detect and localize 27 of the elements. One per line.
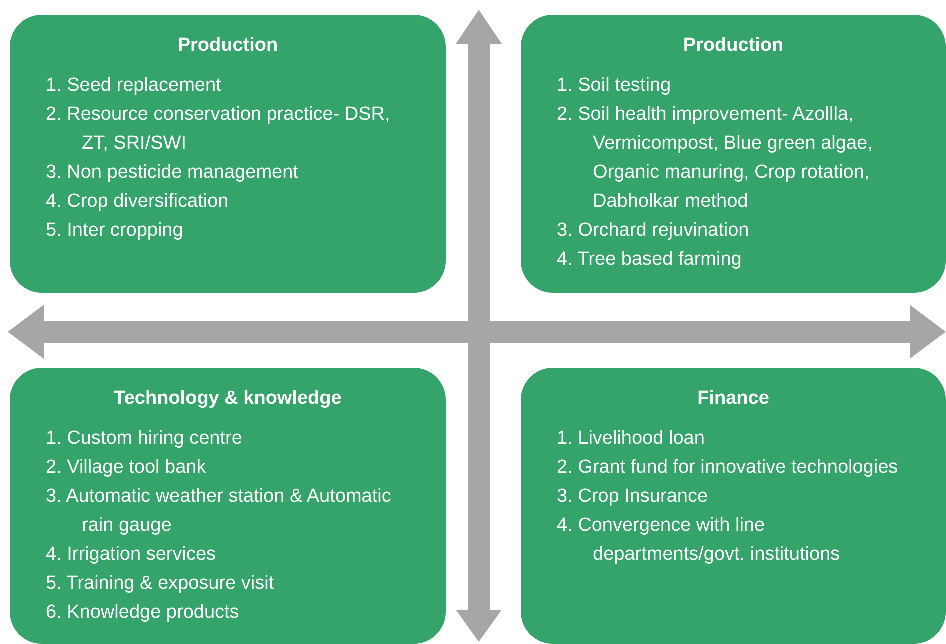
list-item: 4. Irrigation services <box>46 543 218 567</box>
list-item: 4. Convergence with line departments/govt. institutions <box>557 514 842 567</box>
list-item: 5. Inter cropping <box>46 219 184 243</box>
list-item: 3. Orchard rejuvination <box>557 219 750 243</box>
list-item: 2. Village tool bank <box>46 456 208 480</box>
list-item: 4. Tree based farming <box>557 248 743 272</box>
quadrant-card <box>10 368 446 644</box>
list-item: 3. Automatic weather station & Automatic rain gauge <box>46 485 392 538</box>
card-heading: Production <box>682 35 785 57</box>
quadrant-card <box>521 15 946 293</box>
list-item: 1. Soil testing <box>557 74 672 98</box>
list-item: 2. Soil health improvement- Azollla, Vermicompost, Blue green algae, Organic manuring, Crop rotation, Dabholkar method <box>557 103 874 214</box>
list-item: 1. Custom hiring centre <box>46 427 244 451</box>
quadrant-card <box>10 15 446 293</box>
list-item: 2. Resource conservation practice- DSR, ZT, SRI/SWI <box>46 103 392 156</box>
quadrant-card <box>521 368 946 644</box>
list-item: 1. Livelihood loan <box>557 427 706 451</box>
list-item: 3. Crop Insurance <box>557 485 710 509</box>
card-heading: Technology & knowledge <box>113 388 343 410</box>
list-item: 1. Seed replacement <box>46 74 222 98</box>
card-heading: Finance <box>696 388 770 410</box>
list-item: 3. Non pesticide management <box>46 161 300 185</box>
list-item: 4. Crop diversification <box>46 190 230 214</box>
list-item: 2. Grant fund for innovative technologies <box>557 456 900 480</box>
list-item: 5. Training & exposure visit <box>46 572 276 596</box>
list-item: 6. Knowledge products <box>46 601 240 625</box>
card-heading: Production <box>176 35 280 57</box>
